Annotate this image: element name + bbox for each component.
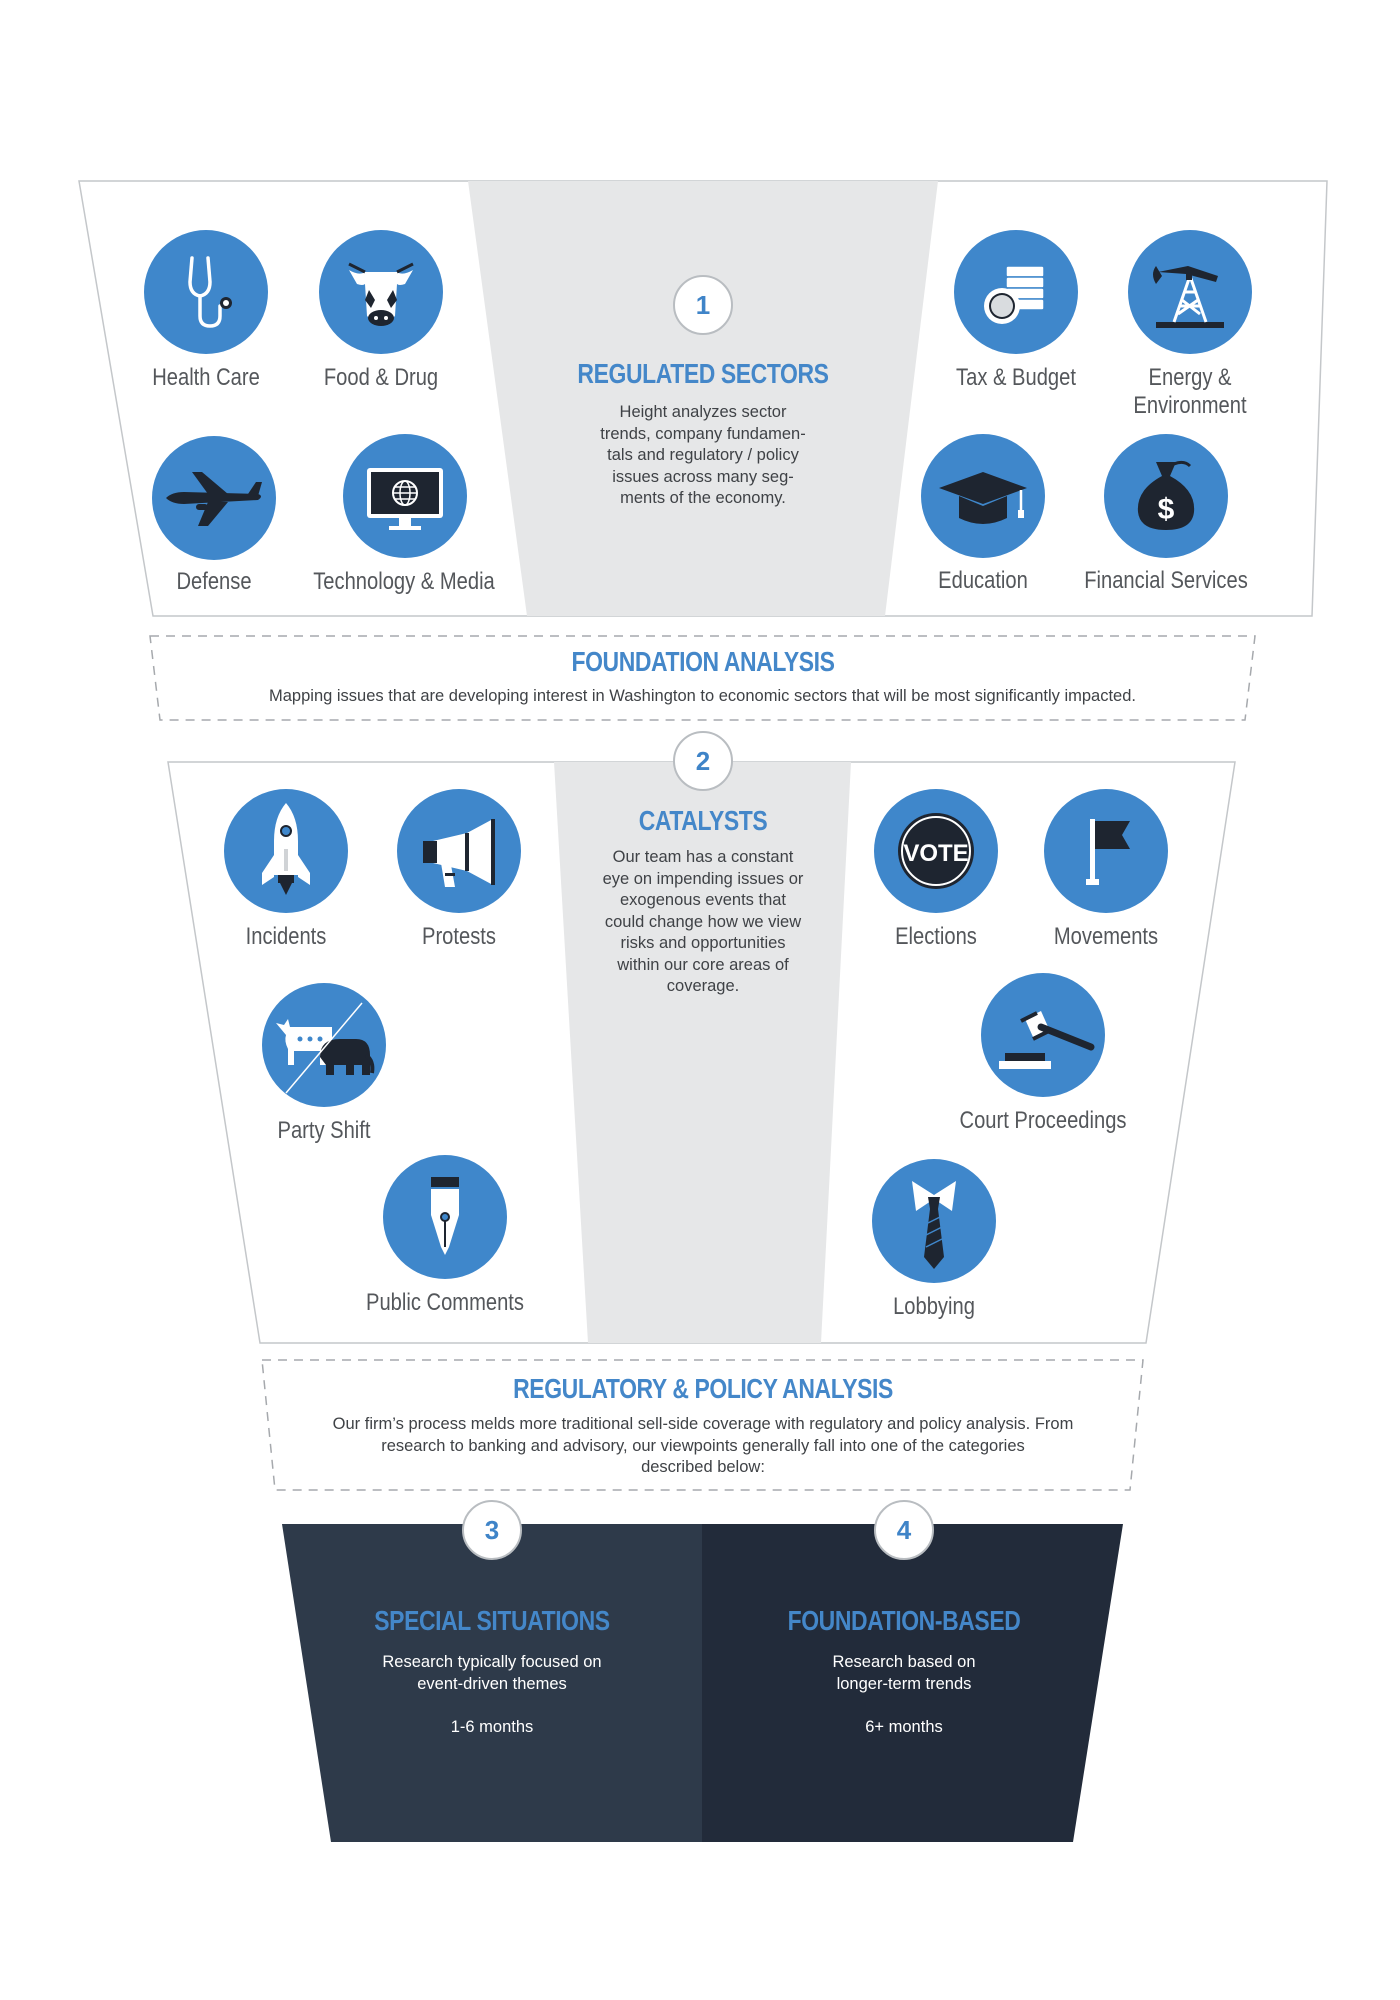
tax-budget-label: Tax & Budget	[956, 364, 1076, 391]
foundation-analysis-box	[149, 635, 1256, 721]
special-situations-duration: 1-6 months	[450, 1718, 534, 1736]
money-bag-icon: $	[1104, 434, 1228, 558]
rocket-icon	[224, 789, 348, 913]
regulatory-policy-description: Our firm’s process melds more traditiona…	[332, 1415, 1074, 1476]
protests-label: Protests	[422, 923, 496, 950]
foundation-analysis-description: Mapping issues that are developing inter…	[269, 687, 1136, 705]
step-number-2: 2	[673, 731, 733, 791]
vote-icon-text: VOTE	[903, 840, 968, 867]
regulated-sectors-title: REGULATED SECTORS	[577, 358, 829, 389]
regulated-sectors-center-band	[468, 181, 938, 616]
oil-rig-icon	[1128, 230, 1252, 354]
megaphone-icon	[397, 789, 521, 913]
public-comments-label: Public Comments	[366, 1289, 524, 1316]
foundation-based-description: Research based on longer-term trends	[832, 1653, 976, 1693]
foundation-based-title: FOUNDATION-BASED	[787, 1605, 1021, 1636]
monitor-globe-icon	[343, 434, 467, 558]
defense-label: Defense	[176, 568, 252, 595]
step-number-1: 1	[673, 275, 733, 335]
svg-text:$: $	[1158, 493, 1175, 526]
stethoscope-icon	[144, 230, 268, 354]
fountain-pen-icon	[383, 1155, 507, 1279]
tie-icon	[872, 1159, 996, 1283]
catalysts-title: CATALYSTS	[638, 805, 768, 836]
movements-label: Movements	[1053, 923, 1159, 950]
vote-icon: VOTE	[874, 789, 998, 913]
donkey-elephant-icon	[262, 983, 386, 1107]
airplane-icon	[152, 436, 276, 560]
foundation-analysis-title: FOUNDATION ANALYSIS	[571, 646, 835, 677]
step-number-4: 4	[874, 1500, 934, 1560]
education-label: Education	[938, 567, 1028, 594]
catalysts-center-band	[554, 762, 851, 1343]
foundation-based-duration: 6+ months	[865, 1718, 943, 1736]
elections-label: Elections	[895, 923, 977, 950]
health-care-label: Health Care	[152, 364, 260, 391]
energy-environment-label: Energy & Environment	[1133, 364, 1247, 419]
lobbying-label: Lobbying	[893, 1293, 975, 1320]
special-situations-panel	[282, 1524, 702, 1842]
regulatory-policy-title: REGULATORY & POLICY ANALYSIS	[513, 1373, 893, 1404]
step-number-3: 3	[462, 1500, 522, 1560]
catalysts-description: Our team has a constant eye on impending…	[602, 848, 804, 995]
financial-services-label: Financial Services	[1084, 567, 1248, 594]
technology-media-label: Technology & Media	[313, 568, 495, 595]
foundation-based-panel	[702, 1524, 1123, 1842]
gavel-icon	[981, 973, 1105, 1097]
regulated-sectors-description: Height analyzes sector trends, company f…	[600, 403, 806, 507]
flag-icon	[1044, 789, 1168, 913]
special-situations-title: SPECIAL SITUATIONS	[374, 1605, 610, 1636]
incidents-label: Incidents	[245, 923, 327, 950]
food-drug-label: Food & Drug	[323, 364, 439, 391]
party-shift-label: Party Shift	[277, 1117, 371, 1144]
coins-icon	[954, 230, 1078, 354]
special-situations-description: Research typically focused on event-driv…	[382, 1653, 602, 1693]
regulatory-policy-box	[261, 1359, 1144, 1491]
court-proceedings-label: Court Proceedings	[959, 1107, 1127, 1134]
graduation-cap-icon	[921, 434, 1045, 558]
cow-icon	[319, 230, 443, 354]
